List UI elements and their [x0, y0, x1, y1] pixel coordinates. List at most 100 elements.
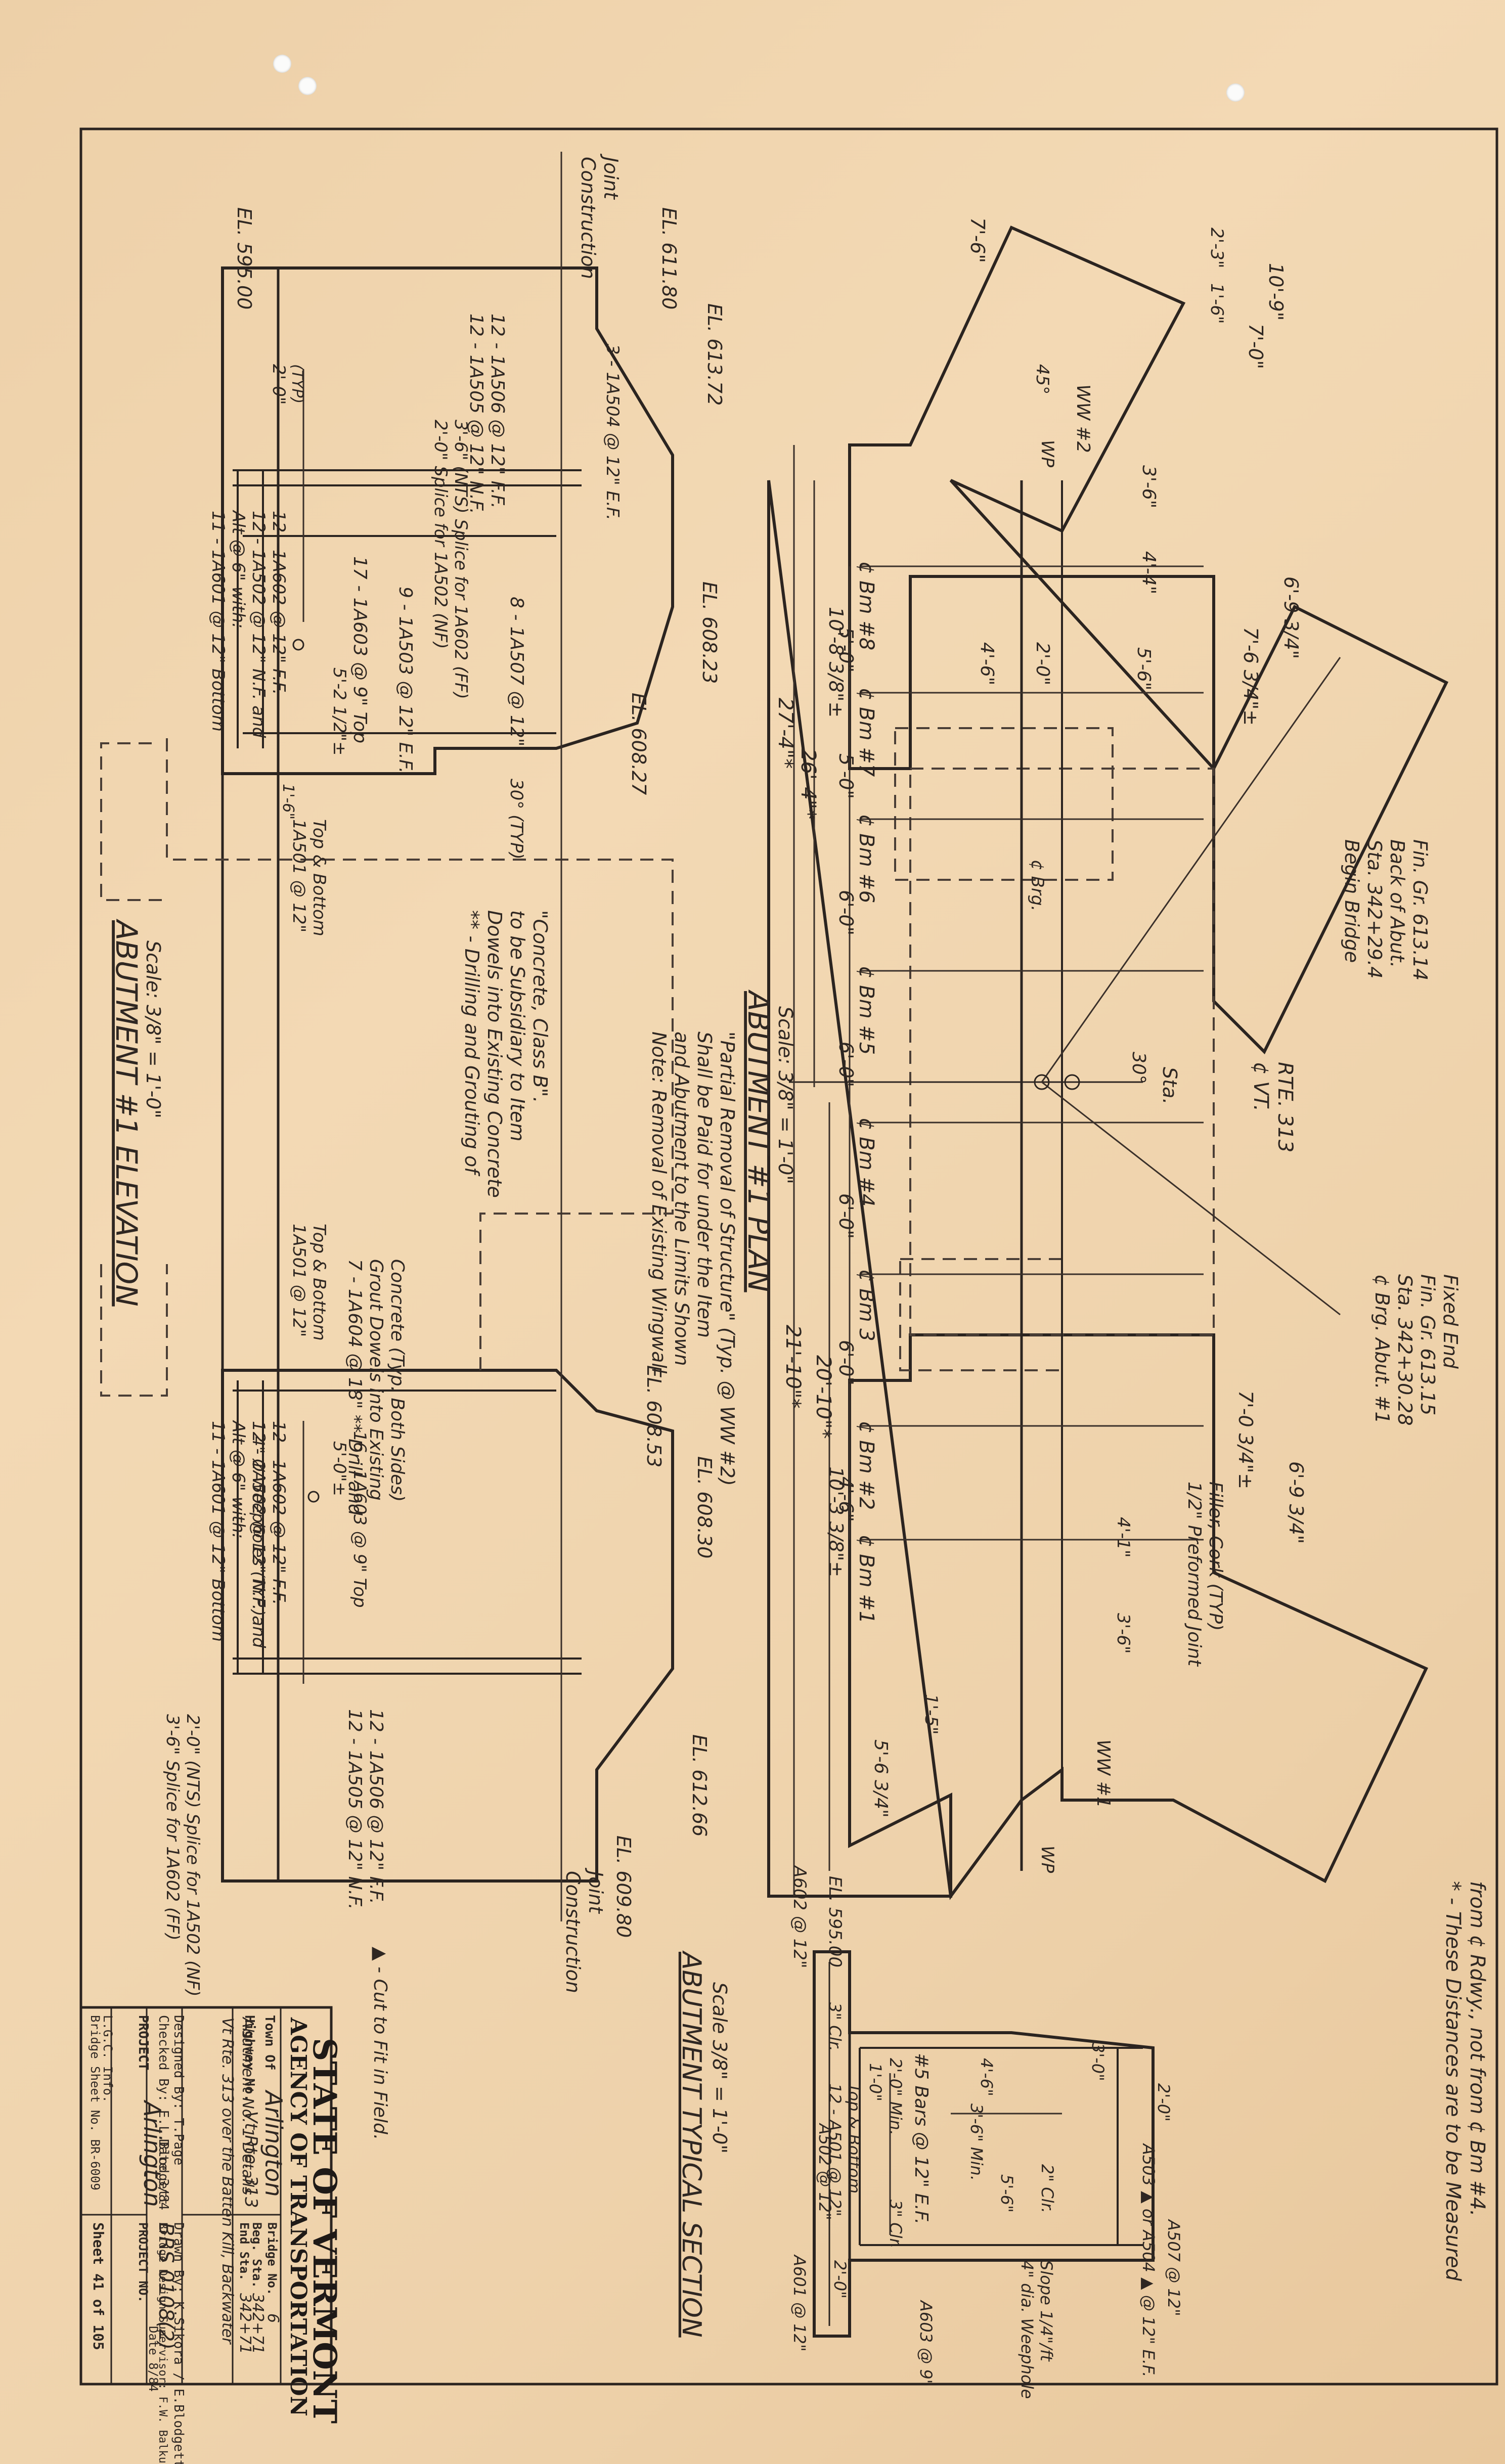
svg-text:30°: 30° — [1128, 1052, 1149, 1084]
svg-text:Construction: Construction — [562, 1871, 584, 1993]
skew-line — [1041, 1081, 1341, 1316]
svg-text:1/2" Preformed Joint: 1/2" Preformed Joint — [1184, 1482, 1205, 1667]
svg-text:5'-0"±: 5'-0"± — [329, 1441, 349, 1496]
svg-text:1A501 @ 12": 1A501 @ 12" — [289, 1224, 309, 1337]
svg-text:¢ Bm #8: ¢ Bm #8 — [855, 561, 878, 650]
skew-angle: 30° — [1128, 1052, 1149, 1084]
dim-text: 4'-6" — [977, 642, 997, 685]
wingwall-2-label: WW #2 — [1073, 384, 1093, 453]
svg-text:Joint: Joint — [585, 1867, 607, 1914]
work-point — [1064, 1074, 1080, 1090]
end-sta-field: End Sta. 342+71 — [236, 2222, 254, 2354]
construction-joint-label: Construction Joint — [562, 1867, 607, 1993]
svg-text:3" Clr.: 3" Clr. — [825, 2002, 845, 2051]
dim-text: 7'-0" — [1245, 324, 1267, 369]
beam-label-1: ¢ Bm #1 — [855, 1535, 878, 1624]
bridge-sheet-no: Bridge Sheet No. BR-6009 — [88, 2015, 102, 2190]
svg-text:5'-0": 5'-0" — [835, 753, 857, 799]
lgc-info: L.G.C. Info. — [101, 2015, 115, 2102]
spacing-label: 6'-0" — [835, 1193, 857, 1239]
punch-hole — [1226, 83, 1245, 102]
svg-text:¢ Bm #5: ¢ Bm #5 — [855, 966, 878, 1055]
dim-text: 6'-9 3/4" — [1280, 576, 1302, 659]
spacing-label: 4'-6" — [835, 1476, 857, 1522]
dim-text: 30° (TYP) — [506, 779, 526, 860]
skew-line — [1041, 657, 1341, 1083]
svg-text:1'-6": 1'-6" — [279, 784, 297, 820]
svg-text:2'-3": 2'-3" — [1207, 228, 1227, 268]
dim-text: 2'-3" — [1207, 228, 1227, 268]
svg-text:5'-6": 5'-6" — [1133, 647, 1154, 690]
wp-label: WP — [1037, 1846, 1057, 1873]
svg-text:6'-0": 6'-0" — [835, 890, 857, 935]
overall-dim: 21'-10"* — [781, 1325, 805, 1409]
checked-by: Checked By: E.L.Blodgett — [156, 2015, 171, 2205]
svg-text:A507 @ 12": A507 @ 12" — [1164, 2219, 1183, 2316]
dim-text: 10'-9" — [1265, 263, 1287, 321]
supervisor-date: Date 8/84 — [146, 2326, 160, 2392]
beam-label-4: ¢ Bm #4 — [855, 1117, 878, 1206]
svg-text:8 - 1A507 @ 12": 8 - 1A507 @ 12" — [506, 597, 527, 746]
svg-text:3 - 1A504 @ 12" E.F.: 3 - 1A504 @ 12" E.F. — [602, 344, 623, 520]
svg-text:4" dia. Weephole: 4" dia. Weephole — [1017, 2260, 1037, 2399]
svg-text:Filler, Cork (TYP): Filler, Cork (TYP) — [1205, 1482, 1226, 1631]
beam-label-5: ¢ Bm #5 — [855, 966, 878, 1055]
svg-text:EL. 608.30: EL. 608.30 — [693, 1456, 716, 1558]
svg-text:Sheet 41 of 105: Sheet 41 of 105 — [90, 2222, 107, 2350]
check-date: Date 3/84 — [156, 2139, 171, 2210]
svg-text:1'-6": 1'-6" — [1207, 283, 1227, 324]
svg-text:6'-0": 6'-0" — [835, 1042, 857, 1087]
svg-text:3" Clr.: 3" Clr. — [886, 2200, 905, 2249]
existing-footing-outline — [100, 1264, 168, 1397]
spacing-label: 6'-0" — [835, 1340, 857, 1385]
construction-joint-label: Construction Joint — [577, 153, 622, 279]
svg-text:¢ VT.: ¢ VT. — [1249, 1062, 1272, 1111]
bar-callout: 1A501 @ 12" Top & Bottom — [289, 819, 329, 936]
elevation-label: EL. 608.30 — [693, 1456, 716, 1558]
existing-outline — [894, 727, 1114, 881]
section-label: 3" Clr. — [825, 2002, 845, 2051]
section-label: A503 ▲ or A504 ▲ @ 12" E.F. — [1139, 2143, 1158, 2377]
svg-text:Scale: 3/8" = 1'-0": Scale: 3/8" = 1'-0" — [774, 1006, 796, 1184]
svg-text:6'-9 3/4": 6'-9 3/4" — [1280, 576, 1302, 659]
svg-text:20'-10"*: 20'-10"* — [812, 1355, 835, 1439]
svg-text:EL. 609.80: EL. 609.80 — [612, 1835, 635, 1938]
dim-text: 7'-6" — [966, 217, 989, 263]
beam-label-7: ¢ Bm #7 — [855, 688, 878, 777]
section-label: 5'-6" — [997, 2174, 1016, 2213]
svg-text:45°: 45° — [1032, 364, 1052, 394]
svg-text:L.G.C. Info.: L.G.C. Info. — [101, 2015, 115, 2102]
svg-text:Sta. 342+29.4: Sta. 342+29.4 — [1363, 839, 1386, 978]
overall-dim: 27'-4"* — [774, 698, 797, 769]
dim-text: 4'-1" — [1113, 1517, 1133, 1558]
weephole-callout: 4" Ø Weepholes (TYP.) — [249, 1436, 268, 1616]
rebar-lines — [233, 469, 582, 1675]
project-field: PROJECT Arlington — [136, 2015, 166, 2207]
svg-text:Construction: Construction — [577, 157, 599, 279]
joint-filler-note: 1/2" Preformed Joint Filler, Cork (TYP) — [1184, 1482, 1226, 1667]
svg-text:RTE. 313: RTE. 313 — [1273, 1062, 1297, 1152]
bar-callout: 1A501 @ 12" Top & Bottom — [289, 1224, 329, 1341]
svg-text:Fixed End: Fixed End — [1439, 1274, 1462, 1369]
dim-text: 2'-0" — [1032, 642, 1053, 685]
elevation-lower-section — [221, 1369, 674, 1883]
elevation-label: EL. 609.80 — [612, 1835, 635, 1938]
spacing-label: 5'-0" — [835, 753, 857, 799]
svg-text:WP: WP — [1037, 1846, 1057, 1873]
svg-text:Arlington: Arlington — [260, 2089, 287, 2197]
svg-text:Bridge Design Supervisor: F.W.: Bridge Design Supervisor: F.W. Balkum — [156, 2222, 169, 2464]
section-label: 4" dia. Weephole Slope 1/4"/ft — [1017, 2260, 1056, 2399]
svg-text:Date 3/84: Date 3/84 — [156, 2139, 171, 2210]
beam-lines — [860, 565, 1204, 1541]
dowel-callout: 7 - 1A604 @ 18" ** Drill and Grout Dowel… — [344, 1259, 408, 1516]
svg-text:A602 @ 12": A602 @ 12" — [789, 1865, 810, 1968]
svg-text:¢ Bm #2: ¢ Bm #2 — [855, 1421, 878, 1510]
svg-text:2'-0": 2'-0" — [1154, 2083, 1173, 2122]
svg-text:6: 6 — [264, 2313, 282, 2323]
section-label: 4'-6" — [977, 2058, 996, 2096]
svg-text:12 - 1A505 @ 12" N.F.: 12 - 1A505 @ 12" N.F. — [344, 1709, 365, 1910]
sheet-border — [79, 127, 1498, 2386]
dim-text: 2'-0" (TYP) — [269, 364, 306, 405]
svg-text:Slope 1/4"/ft: Slope 1/4"/ft — [1037, 2260, 1056, 2362]
